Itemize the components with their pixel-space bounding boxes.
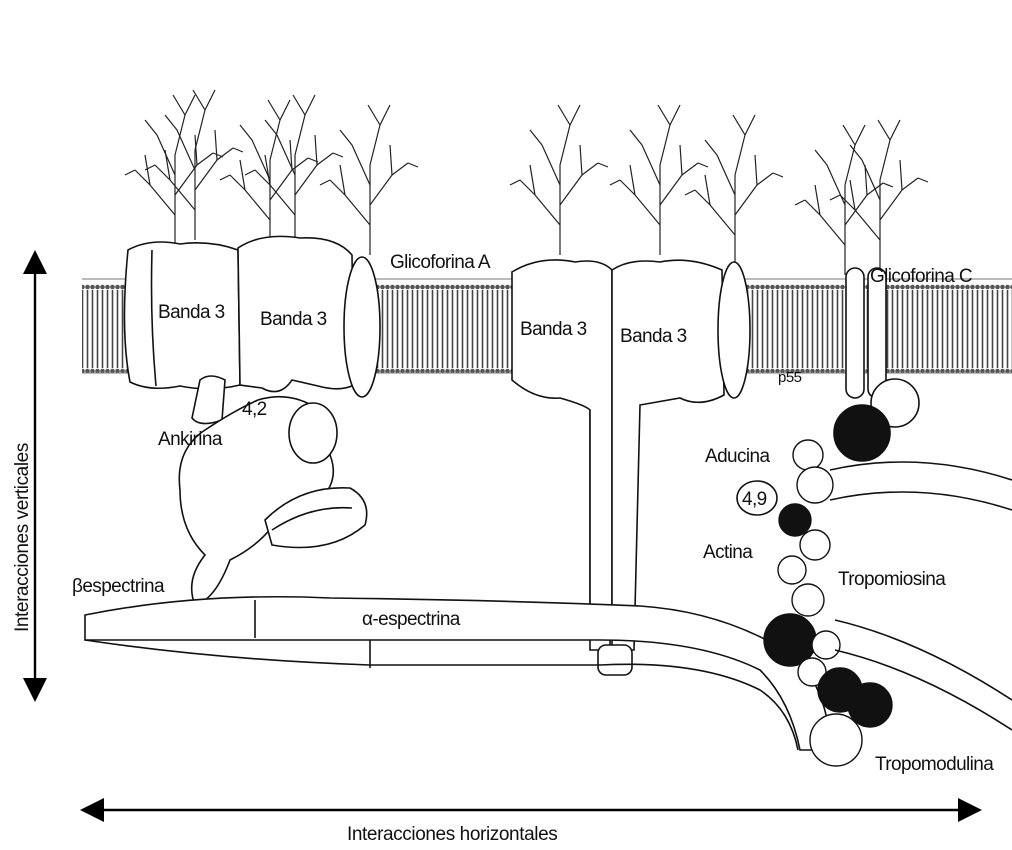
label-ankirina: Ankirina (158, 429, 223, 450)
label-banda3-b: Banda 3 (260, 309, 327, 330)
label-glicoforina-a: Glicoforina A (390, 252, 491, 273)
label-horizontal-axis: Interacciones horizontales (347, 824, 557, 845)
label-banda3-a: Banda 3 (158, 302, 225, 323)
actin-junction (764, 440, 892, 766)
label-glicoforina-c: Glicoforina C (870, 266, 972, 287)
label-actina: Actina (703, 542, 753, 563)
ankirina-complex (179, 376, 366, 605)
label-tropomodulina: Tropomodulina (875, 754, 994, 775)
label-tropomiosina: Tropomiosina (838, 569, 946, 590)
label-protein-4-2: 4,2 (242, 399, 267, 420)
label-banda3-d: Banda 3 (620, 326, 687, 347)
label-protein-4-9: 4,9 (742, 489, 767, 510)
label-vertical-axis: Interacciones verticales (12, 443, 33, 632)
label-beta-espectrina: βespectrina (72, 576, 165, 597)
label-p55: p55 (778, 369, 802, 386)
label-alfa-espectrina: α-espectrina (362, 609, 461, 630)
label-banda3-c: Banda 3 (520, 319, 587, 340)
label-aducina: Aducina (705, 446, 770, 467)
